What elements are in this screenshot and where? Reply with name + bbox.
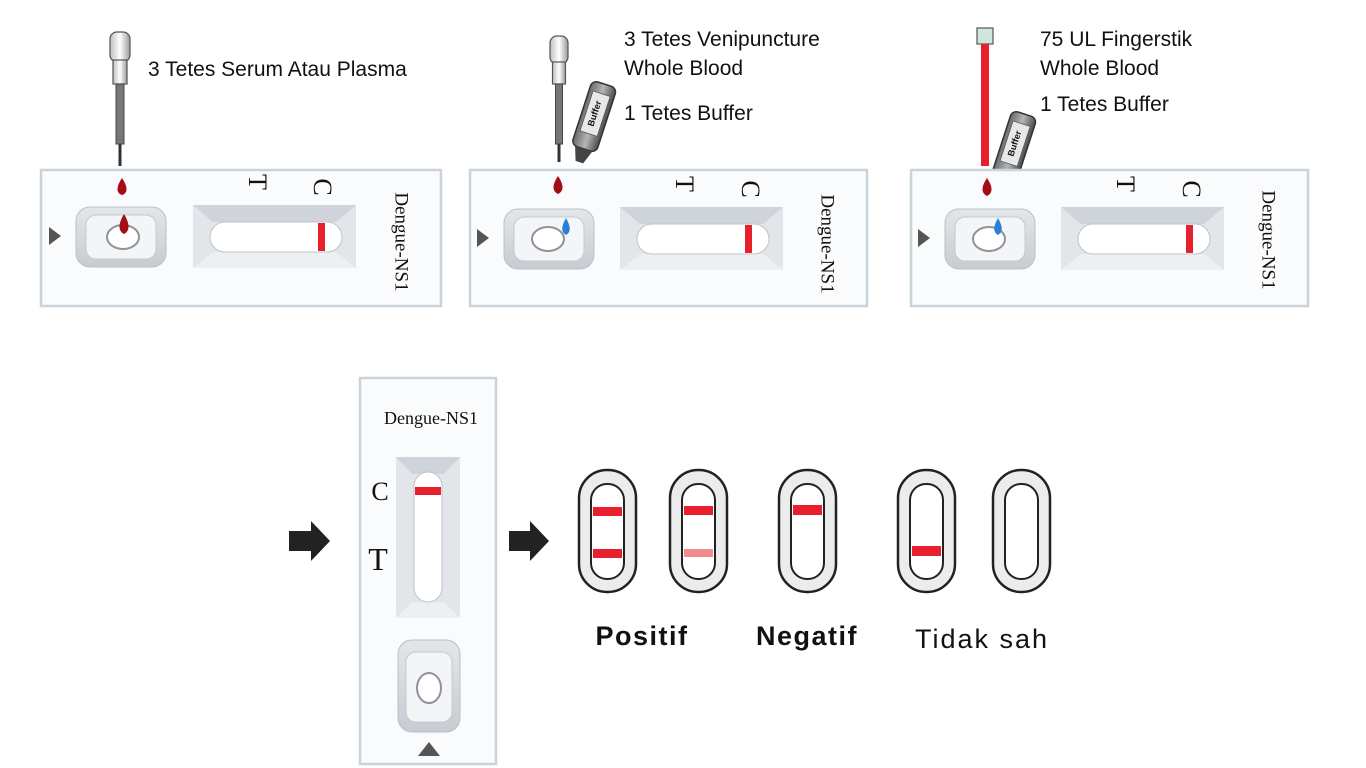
test-line-label: T (670, 176, 699, 192)
control-line (415, 487, 441, 495)
buffer-bottle-icon: Buffer (572, 80, 617, 164)
result-strip-positive (577, 468, 638, 594)
buffer-drop-icon (994, 218, 1002, 235)
horizontal-cassette: T C Dengue-NS1 (39, 168, 443, 308)
step-3: Buffer 75 UL Fingerstik Whole Blood 1 Te… (909, 27, 1310, 308)
control-line (318, 223, 325, 251)
control-line-label: C (308, 178, 337, 195)
result-label-invalid: Tidak sah (915, 624, 1049, 654)
result-strip-positive-faint (668, 468, 729, 594)
arrow-marker-icon (418, 742, 440, 756)
control-line-label: C (371, 477, 388, 506)
step-2-buffer-instruction: 1 Tetes Buffer (624, 102, 753, 125)
result-label-negative: Negatif (756, 621, 858, 651)
arrow-marker-icon (477, 229, 489, 247)
step-2-instruction-line2: Whole Blood (624, 57, 743, 80)
test-line (593, 549, 622, 558)
pipette-icon (549, 35, 569, 162)
control-line-label: C (736, 180, 765, 197)
result-window (1061, 207, 1224, 270)
arrow-marker-icon (49, 227, 61, 245)
blood-drop-icon (982, 178, 992, 196)
control-line (593, 507, 622, 516)
sample-well (75, 206, 167, 268)
arrow-right-icon (289, 521, 330, 561)
blood-drop-icon (553, 176, 563, 194)
horizontal-cassette: T C Dengue-NS1 (468, 168, 869, 308)
sample-well (397, 639, 461, 733)
step-2-instruction-line1: 3 Tetes Venipuncture (624, 28, 820, 51)
cassette-label: Dengue-NS1 (1258, 190, 1279, 289)
result-window (620, 207, 783, 270)
pipette-icon (109, 31, 131, 166)
test-line (912, 546, 941, 556)
result-strip-negative (777, 468, 838, 594)
test-line-label: T (1111, 176, 1140, 192)
control-line (1186, 225, 1193, 253)
test-line-label: T (243, 174, 272, 190)
result-window (396, 457, 460, 618)
control-line-label: C (1177, 180, 1206, 197)
step-2: Buffer 3 Tetes Venipuncture Whole Blood … (468, 28, 869, 308)
control-line (745, 225, 752, 253)
step-3-instruction-line1: 75 UL Fingerstik (1040, 28, 1193, 51)
capillary-tube-icon (976, 27, 994, 166)
result-strip-invalid-none (991, 468, 1052, 594)
control-line (684, 506, 713, 515)
arrow-marker-icon (918, 229, 930, 247)
sample-well (503, 208, 595, 270)
arrow-right-icon (509, 521, 549, 561)
step-1-instruction: 3 Tetes Serum Atau Plasma (148, 58, 407, 81)
horizontal-cassette: T C Dengue-NS1 (909, 168, 1310, 308)
reading-section: Dengue-NS1 C T (289, 376, 1052, 766)
step-3-instruction-line2: Whole Blood (1040, 57, 1159, 80)
buffer-drop-icon (562, 218, 570, 235)
cassette-label: Dengue-NS1 (817, 194, 838, 293)
test-line (684, 549, 713, 557)
blood-drop-icon (117, 178, 127, 195)
blood-drop-icon (119, 214, 129, 234)
result-strip-invalid-test-only (896, 468, 957, 594)
test-line-label: T (368, 541, 388, 577)
cassette-label: Dengue-NS1 (384, 408, 478, 428)
step-1: 3 Tetes Serum Atau Plasma T C Dengue-NS1 (39, 31, 443, 308)
result-label-positive: Positif (595, 621, 688, 651)
control-line (793, 505, 822, 515)
sample-well (944, 208, 1036, 270)
result-window (193, 205, 356, 268)
vertical-cassette: Dengue-NS1 C T (358, 376, 498, 766)
cassette-label: Dengue-NS1 (391, 192, 412, 291)
step-3-buffer-instruction: 1 Tetes Buffer (1040, 93, 1169, 116)
